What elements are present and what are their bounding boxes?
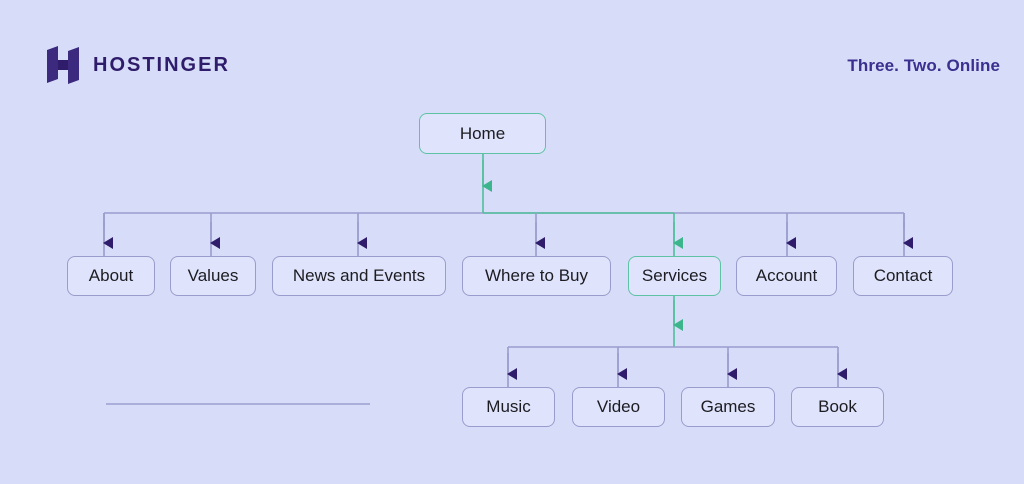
node-video[interactable]: Video	[572, 387, 665, 427]
node-label: About	[88, 266, 134, 285]
node-account[interactable]: Account	[736, 256, 837, 296]
node-about[interactable]: About	[67, 256, 155, 296]
node-label: Account	[755, 266, 818, 285]
decorative-divider	[106, 403, 370, 405]
tagline: Three. Two. Online	[847, 56, 1000, 75]
brand-name: HOSTINGER	[93, 54, 230, 76]
node-label: Book	[818, 397, 857, 416]
node-label: Music	[486, 397, 531, 416]
node-book[interactable]: Book	[791, 387, 884, 427]
node-label: News and Events	[292, 266, 426, 285]
node-music[interactable]: Music	[462, 387, 555, 427]
brand-lockup: HOSTINGER	[47, 46, 230, 84]
node-services[interactable]: Services	[628, 256, 721, 296]
node-label: Home	[459, 123, 506, 143]
node-games[interactable]: Games	[681, 387, 775, 427]
node-home[interactable]: Home	[419, 113, 546, 154]
node-label: Games	[700, 397, 756, 416]
node-where-to-buy[interactable]: Where to Buy	[462, 256, 611, 296]
node-label: Contact	[873, 266, 933, 285]
node-label: Where to Buy	[485, 266, 588, 285]
node-label: Values	[187, 266, 239, 285]
node-news-and-events[interactable]: News and Events	[272, 256, 446, 296]
node-label: Services	[641, 266, 708, 285]
hostinger-h-logo-icon	[47, 46, 79, 84]
node-values[interactable]: Values	[170, 256, 256, 296]
node-label: Video	[596, 397, 641, 416]
node-contact[interactable]: Contact	[853, 256, 953, 296]
